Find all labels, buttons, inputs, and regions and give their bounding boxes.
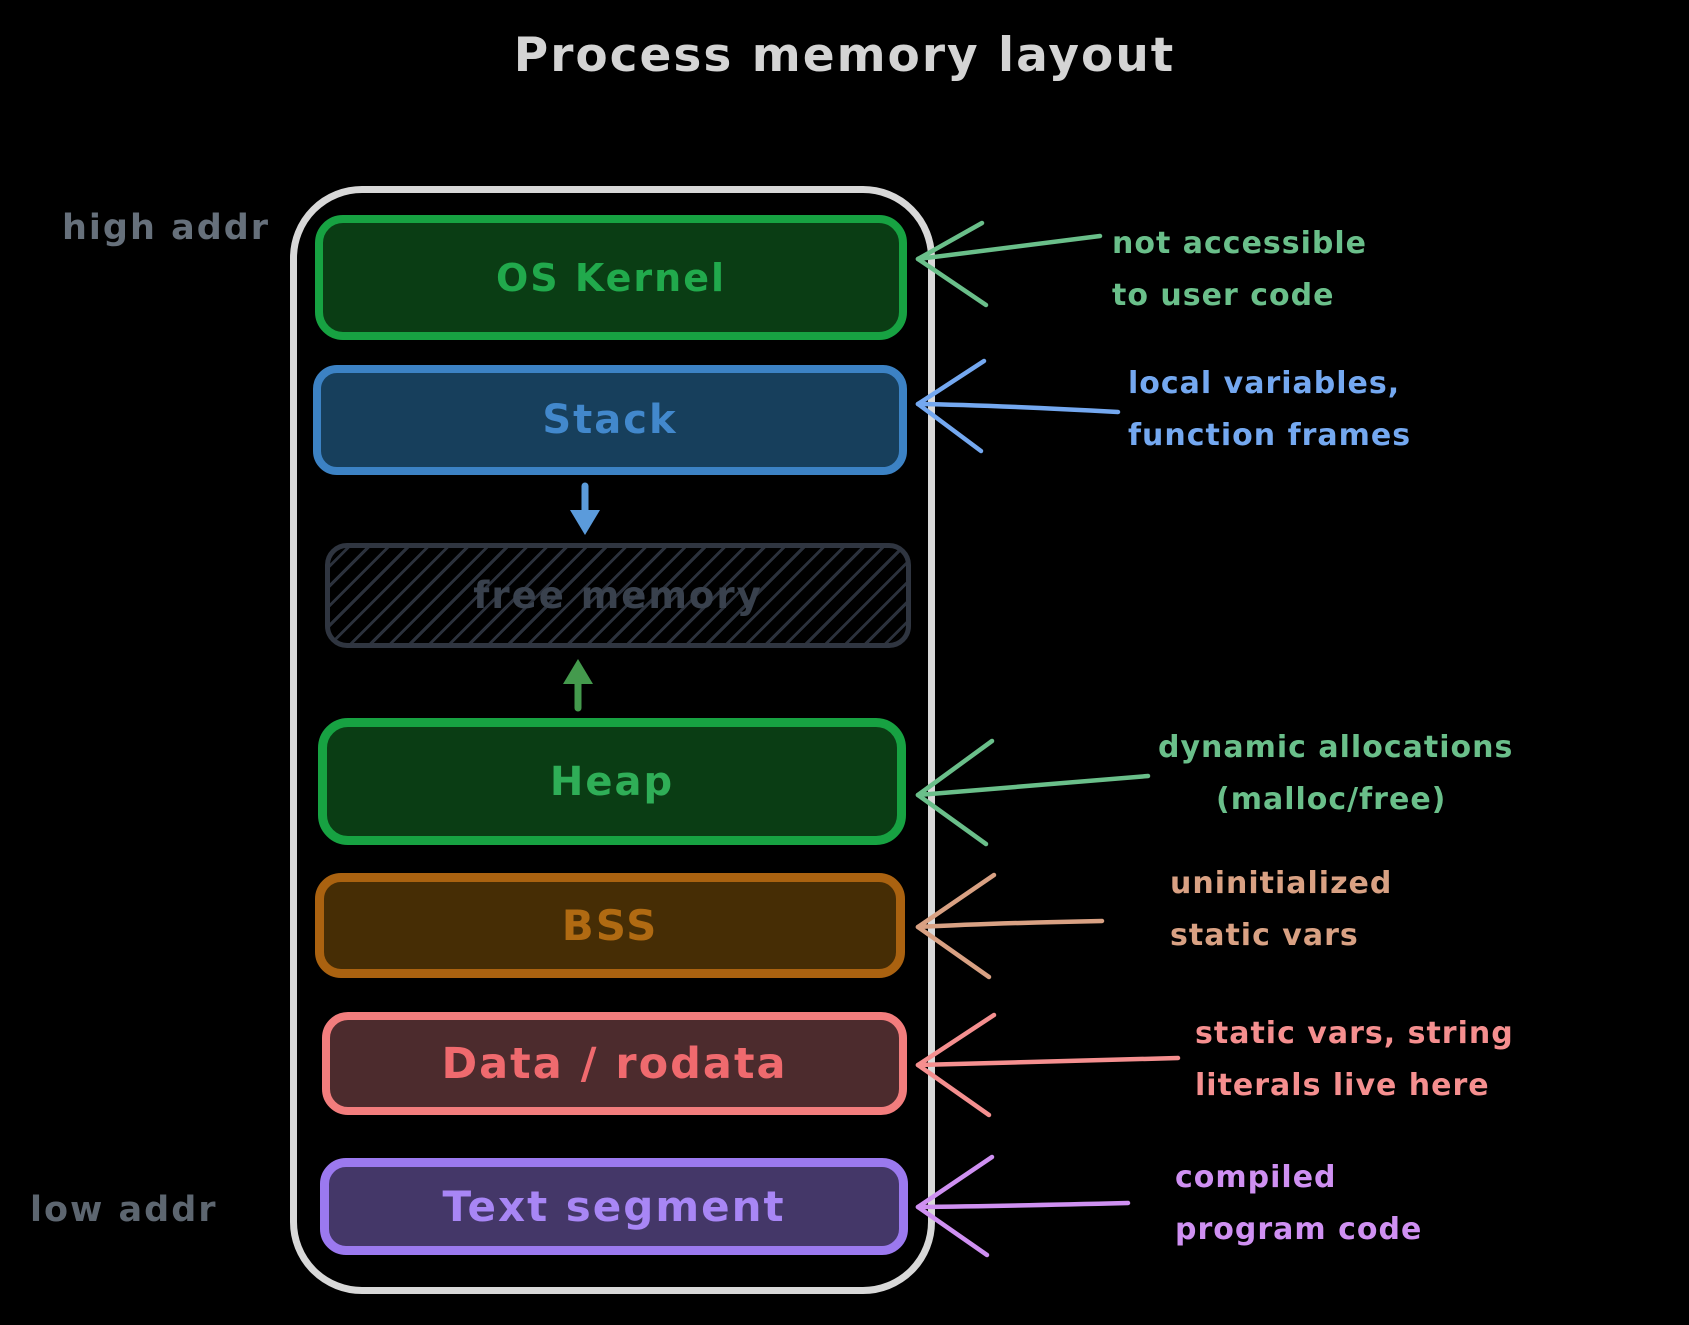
data-note: static vars, string literals live here xyxy=(1195,1008,1514,1112)
segment-free-memory-label: free memory xyxy=(473,574,763,617)
stack-note-arrow xyxy=(915,358,1121,454)
stack-note-line1: local variables, xyxy=(1128,366,1401,401)
os-kernel-note-line2: to user code xyxy=(1112,278,1335,313)
stack-note: local variables, function frames xyxy=(1128,358,1411,462)
segment-heap: Heap xyxy=(318,718,906,845)
text-segment-note-line1: compiled xyxy=(1175,1160,1337,1195)
segment-heap-label: Heap xyxy=(549,758,675,805)
data-note-line2: literals live here xyxy=(1195,1068,1490,1103)
data-note-line1: static vars, string xyxy=(1195,1016,1514,1051)
segment-os-kernel-label: OS Kernel xyxy=(495,255,727,300)
bss-note-line2: static vars xyxy=(1170,918,1359,953)
segment-text-segment-label: Text segment xyxy=(442,1182,786,1231)
os-kernel-note-line1: not accessible xyxy=(1112,226,1368,261)
segment-bss: BSS xyxy=(315,873,905,978)
segment-data-rodata-label: Data / rodata xyxy=(441,1038,788,1089)
data-note-arrow xyxy=(915,1012,1181,1118)
text-segment-note: compiled program code xyxy=(1175,1152,1422,1256)
segment-bss-label: BSS xyxy=(561,901,659,950)
bss-note: uninitialized static vars xyxy=(1170,858,1392,962)
low-address-label: low addr xyxy=(30,1190,218,1230)
text-segment-note-arrow xyxy=(915,1154,1131,1258)
os-kernel-note-arrow xyxy=(915,220,1103,308)
heap-note: dynamic allocations (malloc/free) xyxy=(1158,722,1513,826)
segment-data-rodata: Data / rodata xyxy=(322,1012,907,1115)
text-segment-note-line2: program code xyxy=(1175,1212,1423,1247)
segment-free-memory: free memory xyxy=(325,543,911,648)
diagram-title: Process memory layout xyxy=(513,28,1176,83)
segment-stack-label: Stack xyxy=(542,397,678,443)
heap-note-line2: (malloc/free) xyxy=(1216,782,1447,817)
high-address-label: high addr xyxy=(62,208,271,248)
segment-os-kernel: OS Kernel xyxy=(315,215,907,340)
segment-text-segment: Text segment xyxy=(320,1158,908,1255)
heap-note-line1: dynamic allocations xyxy=(1158,730,1514,765)
bss-note-line1: uninitialized xyxy=(1170,866,1393,901)
segment-stack: Stack xyxy=(313,365,907,475)
os-kernel-note: not accessible to user code xyxy=(1112,218,1367,322)
stack-note-line2: function frames xyxy=(1128,418,1412,453)
heap-note-arrow xyxy=(915,738,1151,847)
bss-note-arrow xyxy=(915,872,1105,980)
